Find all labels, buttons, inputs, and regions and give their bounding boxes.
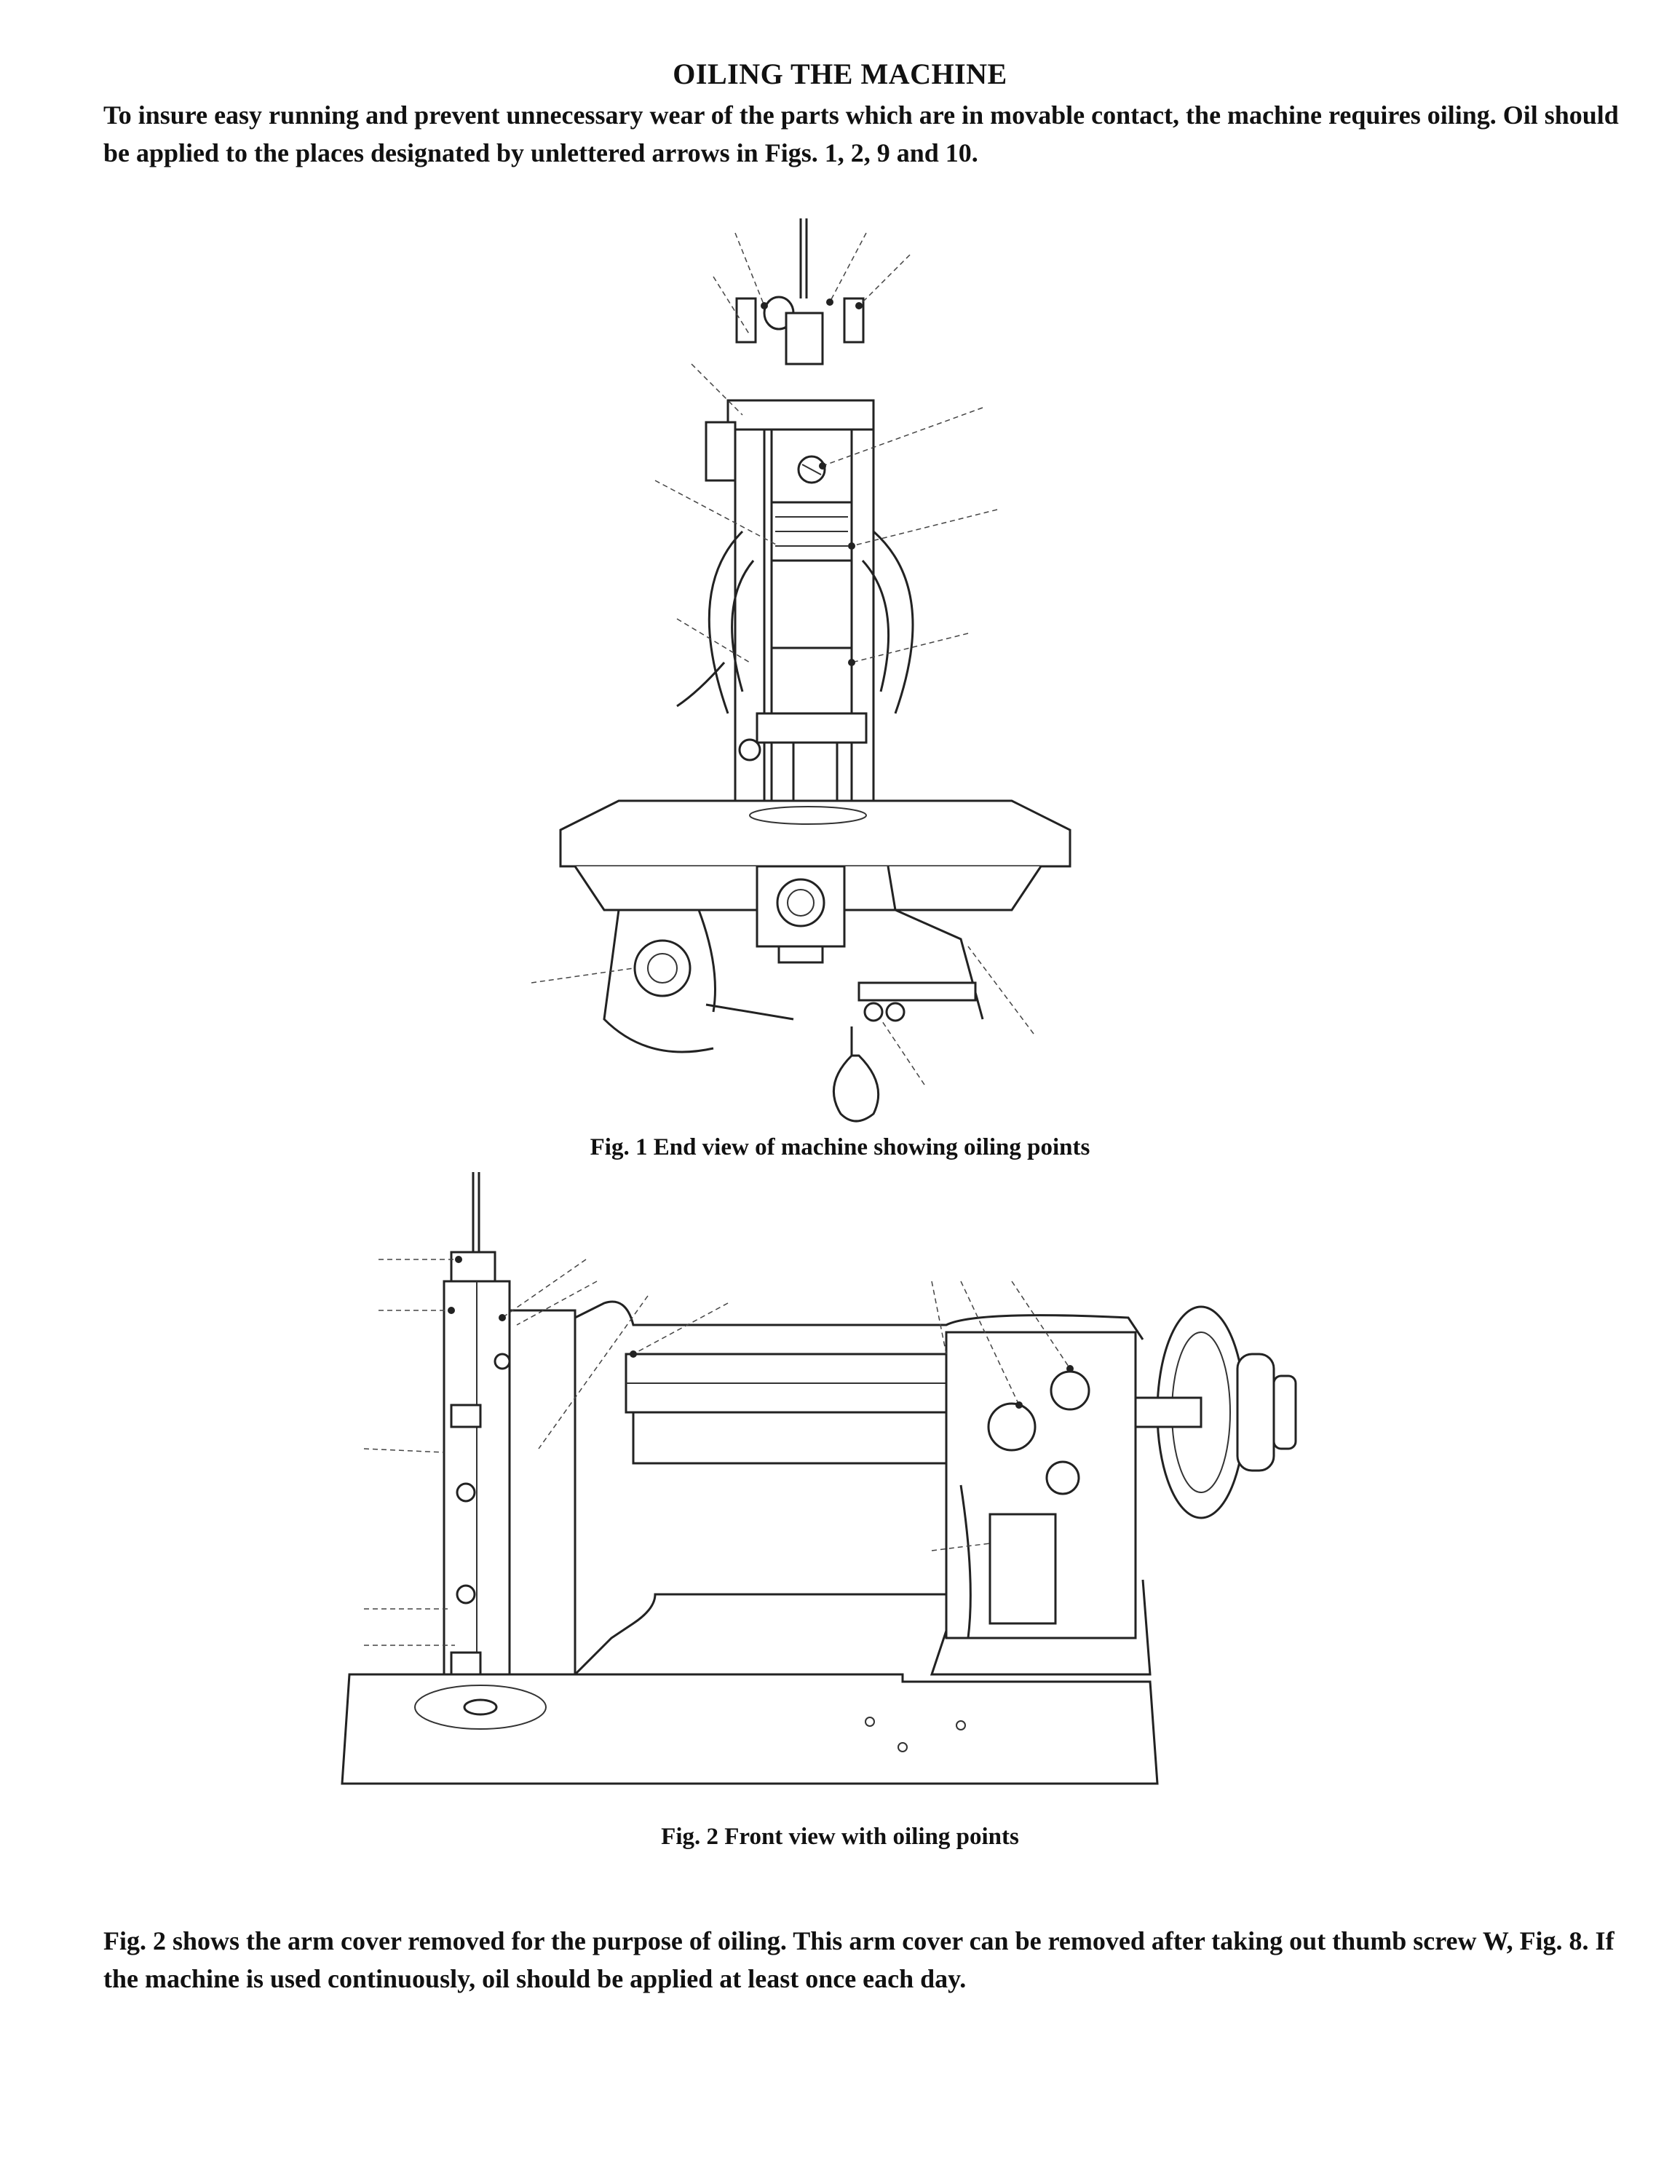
figure-1-caption: Fig. 1 End view of machine showing oilin… [590,1134,1090,1160]
intro-paragraph: To insure easy running and prevent unnec… [103,100,1619,167]
figure-2-front-view-illustration [341,1172,1297,1785]
page-title: OILING THE MACHINE [673,58,1007,90]
figure-1-end-view-illustration [531,218,1071,1123]
closing-paragraph: Fig. 2 shows the arm cover removed for t… [103,1926,1614,1993]
figure-2-caption: Fig. 2 Front view with oiling points [661,1824,1019,1850]
